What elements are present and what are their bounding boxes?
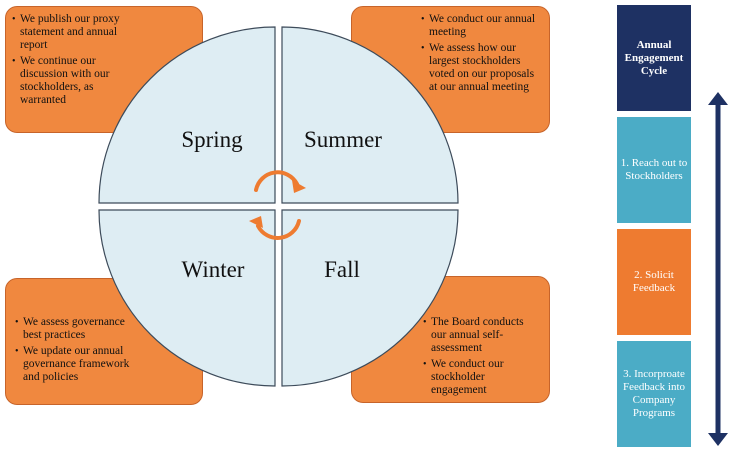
fall-bullet: We conduct our stockholder engagement [422, 358, 539, 397]
summer-bullet: We conduct our annual meeting [420, 13, 541, 39]
arrowhead-icon [292, 180, 306, 193]
spring-label: Spring [181, 127, 243, 152]
winter-quadrant [98, 209, 276, 387]
summer-label: Summer [304, 127, 382, 152]
winter-label: Winter [182, 257, 245, 282]
spring-bullet: We continue our discussion with our stoc… [11, 55, 142, 107]
fall-bullet: The Board conducts our annual self-asses… [422, 316, 539, 355]
summer-bullet: We assess how our largest stockholders v… [420, 42, 541, 94]
winter-bullet: We update our annual governance framewor… [14, 345, 140, 384]
step-reach-out: 1. Reach out to Stockholders [617, 117, 691, 223]
arrowhead-icon [249, 216, 263, 228]
cycle-arrows-icon [254, 170, 301, 240]
winter-bullet: We assess governance best practices [14, 316, 140, 342]
engagement-cycle-title: Annual Engagement Cycle [617, 5, 691, 111]
fall-quadrant [281, 209, 459, 387]
double-arrow-icon [708, 92, 728, 446]
step-solicit-feedback: 2. Solicit Feedback [617, 229, 691, 335]
fall-label: Fall [324, 257, 360, 282]
spring-quadrant [98, 26, 276, 204]
summer-quadrant [281, 26, 459, 204]
step-incorporate-feedback: 3. Incorproate Feedback into Company Pro… [617, 341, 691, 447]
spring-bullet: We publish our proxy statement and annua… [11, 13, 142, 52]
season-cycle-diagram: Spring Summer Winter Fall [98, 26, 459, 387]
winter-text-box: We assess governance best practices We u… [5, 278, 203, 405]
